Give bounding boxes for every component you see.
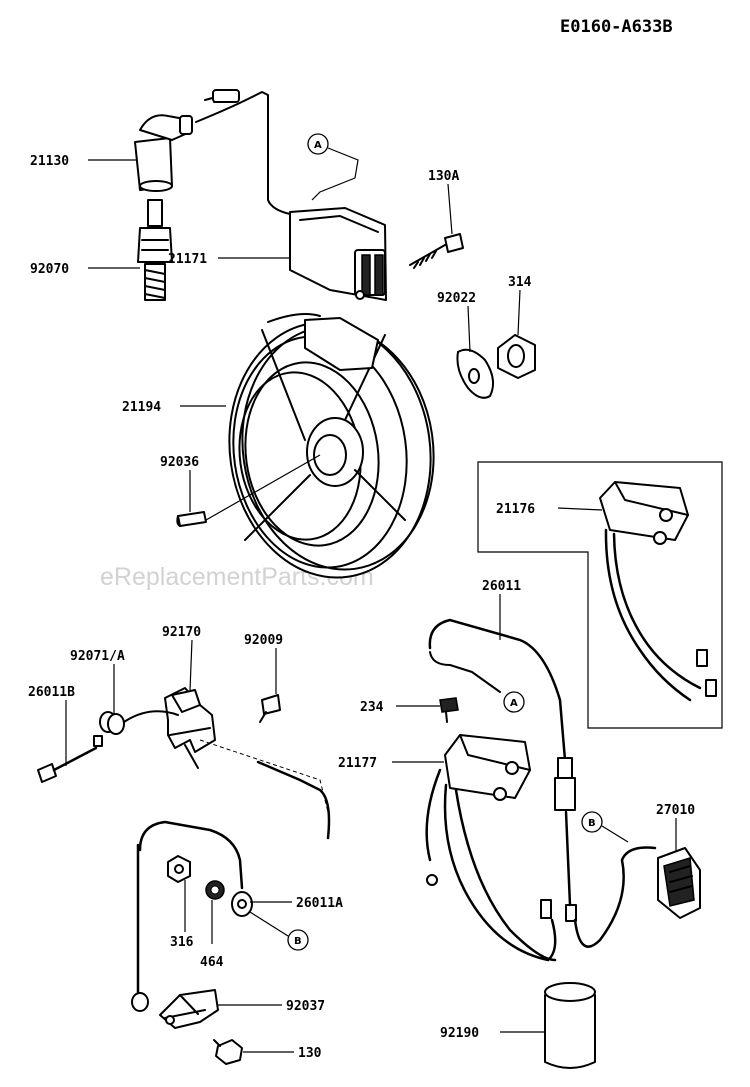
label-92170[interactable]: 92170 [162, 625, 201, 640]
plug-screw[interactable] [439, 697, 459, 723]
nut[interactable] [497, 334, 536, 379]
ref-a-leader [311, 147, 359, 201]
flywheel[interactable] [213, 309, 449, 590]
label-92036[interactable]: 92036 [160, 455, 199, 470]
switch-lead [256, 760, 331, 840]
label-27010[interactable]: 27010 [656, 803, 695, 818]
ref-circle-b-right: B [581, 811, 603, 833]
label-314[interactable]: 314 [508, 275, 532, 290]
svg-text:B: B [588, 818, 596, 829]
lead-boot [212, 89, 240, 103]
hightension-lead [195, 91, 301, 217]
ground-nut[interactable] [167, 855, 191, 883]
diagram-code: E0160-A633B [560, 17, 673, 37]
label-316[interactable]: 316 [170, 935, 194, 950]
rectifier[interactable] [657, 847, 701, 919]
ref-circle-a-harness: A [503, 691, 525, 713]
label-92070[interactable]: 92070 [30, 262, 69, 277]
key[interactable] [176, 511, 207, 527]
label-21171[interactable]: 21171 [168, 252, 207, 267]
stop-lead[interactable] [37, 735, 103, 783]
capacitor[interactable] [544, 982, 596, 1069]
switch-wire [199, 739, 331, 821]
label-92190[interactable]: 92190 [440, 1026, 479, 1041]
label-21176[interactable]: 21176 [496, 502, 535, 517]
spark-plug-cap[interactable] [134, 114, 193, 192]
switch-bracket[interactable] [164, 687, 216, 769]
label-92009[interactable]: 92009 [244, 633, 283, 648]
spark-plug[interactable] [137, 199, 173, 301]
coil-bolt[interactable] [409, 233, 464, 269]
svg-text:B: B [294, 936, 302, 947]
ignition-coil[interactable] [289, 207, 387, 301]
ground-lead[interactable] [131, 820, 253, 1012]
label-26011a[interactable]: 26011A [296, 896, 343, 911]
label-26011b[interactable]: 26011B [28, 685, 75, 700]
label-21177[interactable]: 21177 [338, 756, 377, 771]
ref-b-leader-left [249, 911, 289, 937]
wire-harness[interactable] [428, 618, 576, 811]
svg-text:A: A [510, 698, 518, 709]
svg-text:A: A [314, 140, 322, 151]
ref-circle-a-top: A [307, 133, 329, 155]
label-21130[interactable]: 21130 [30, 154, 69, 169]
grommet[interactable] [99, 710, 179, 735]
switch-screw[interactable] [259, 694, 281, 723]
lock-washer[interactable] [205, 880, 225, 900]
inset-igniter[interactable] [599, 481, 717, 702]
washer[interactable] [456, 348, 495, 399]
key-line [205, 454, 321, 521]
label-92071a[interactable]: 92071/A [70, 649, 125, 664]
leader-lines [65, 159, 677, 1053]
inset-frame [477, 461, 723, 729]
igniter[interactable] [425, 734, 657, 962]
clamp-bolt[interactable] [213, 1039, 243, 1065]
label-92037[interactable]: 92037 [286, 999, 325, 1014]
label-234[interactable]: 234 [360, 700, 384, 715]
ref-b-leader-right [601, 825, 629, 843]
ref-circle-b-left: B [287, 929, 309, 951]
label-92022[interactable]: 92022 [437, 291, 476, 306]
label-130[interactable]: 130 [298, 1046, 322, 1061]
label-464[interactable]: 464 [200, 955, 224, 970]
label-130a[interactable]: 130A [428, 169, 459, 184]
label-26011[interactable]: 26011 [482, 579, 521, 594]
label-21194[interactable]: 21194 [122, 400, 161, 415]
clamp[interactable] [159, 989, 219, 1029]
